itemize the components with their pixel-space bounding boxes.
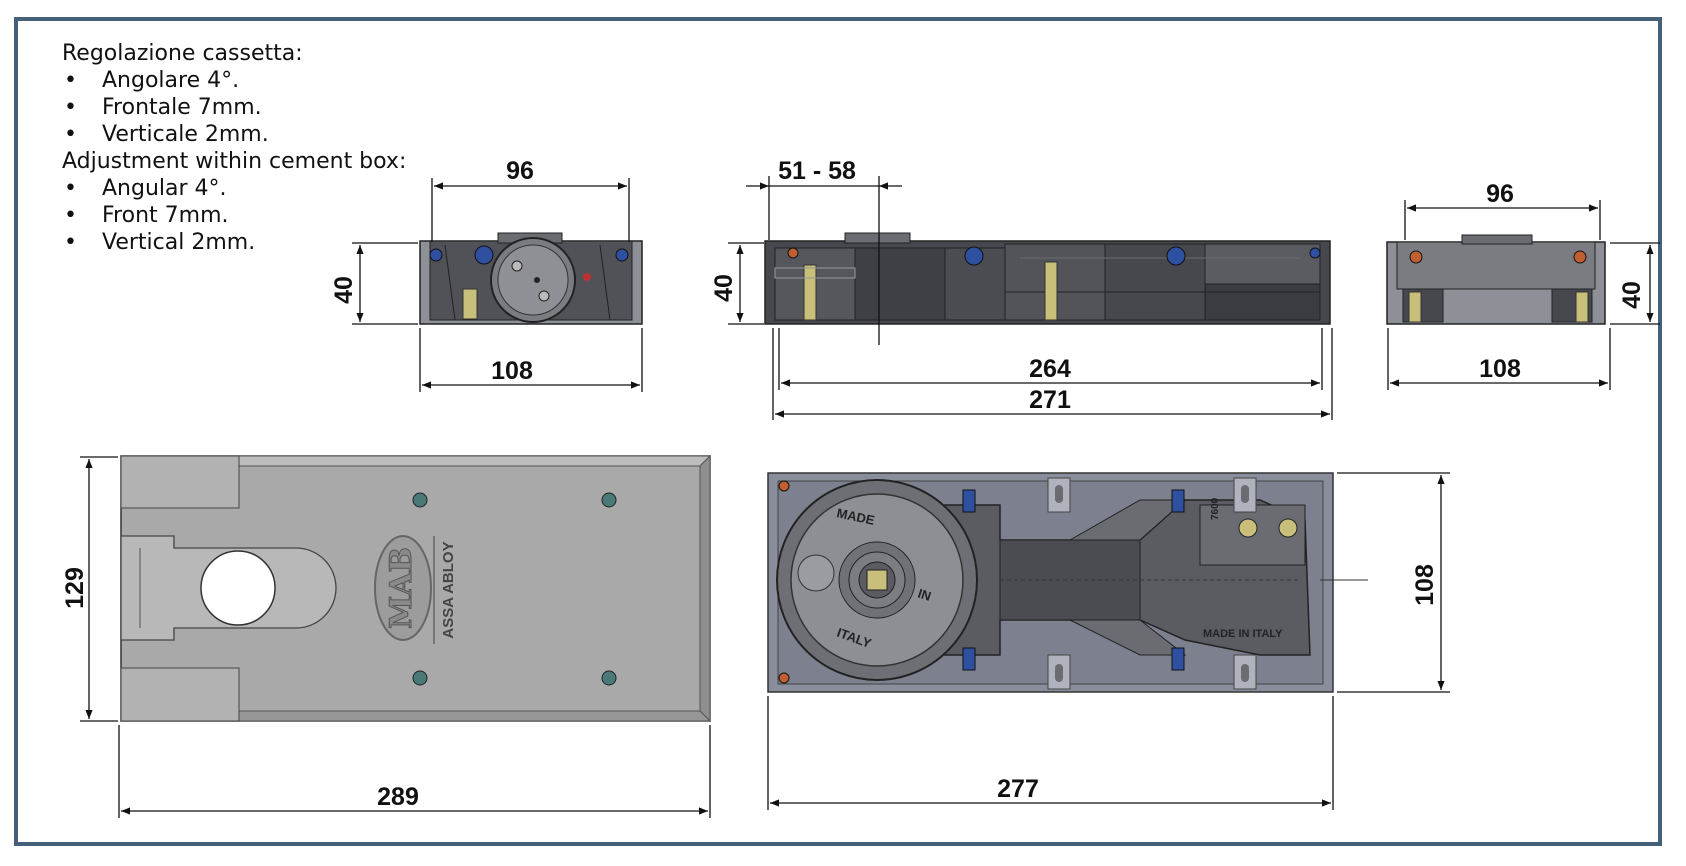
dim-side-length-inner: 264 — [1029, 355, 1071, 383]
note-item-it: Verticale 2mm. — [62, 121, 406, 148]
brand-subtitle: ASSA ABLOY — [440, 541, 457, 638]
dim-cover-height: 129 — [61, 567, 89, 609]
model-number: 7600 — [1210, 497, 1221, 520]
front-view — [419, 232, 643, 325]
note-item-it: Angolare 4°. — [62, 67, 406, 94]
dim-side-length-outer: 271 — [1029, 386, 1071, 414]
dim-rear-height: 40 — [1618, 281, 1646, 309]
note-item-it: Frontale 7mm. — [62, 94, 406, 121]
dim-top-height: 108 — [1411, 564, 1439, 606]
rear-view-dimensions — [1387, 200, 1660, 390]
dim-front-width-bottom: 108 — [491, 357, 533, 385]
brand-logo: MAB ASSA ABLOY — [374, 535, 457, 644]
dim-rear-width-top: 96 — [1486, 180, 1514, 208]
dim-side-height: 40 — [710, 274, 738, 302]
notes-heading-en: Adjustment within cement box: — [62, 149, 407, 174]
cover-plate: MAB ASSA ABLOY — [119, 454, 712, 723]
dim-front-height: 40 — [330, 276, 358, 304]
dim-cover-length: 289 — [377, 783, 419, 811]
top-view-dimensions — [767, 472, 1450, 810]
rear-view — [1386, 234, 1606, 325]
made-in-italy-label: MADE IN ITALY — [1203, 628, 1283, 640]
notes-heading-it: Regolazione cassetta: — [62, 41, 303, 66]
front-view-dimensions — [352, 178, 643, 392]
adjustment-notes: Regolazione cassetta: Angolare 4°. Front… — [62, 40, 406, 256]
side-view-dimensions — [728, 176, 1333, 420]
note-item-en: Angular 4°. — [62, 175, 406, 202]
note-item-en: Front 7mm. — [62, 202, 406, 229]
dim-top-length: 277 — [997, 775, 1039, 803]
notes-list-en: Angular 4°. Front 7mm. Vertical 2mm. — [62, 175, 406, 256]
top-view: 7600 MADE IN ITALY MADE IN ITALY — [767, 472, 1368, 693]
side-view — [764, 232, 1331, 325]
dim-side-offset: 51 - 58 — [778, 157, 856, 185]
in-label: IN — [916, 586, 933, 604]
brand-name: MAB — [384, 547, 419, 629]
notes-list-it: Angolare 4°. Frontale 7mm. Verticale 2mm… — [62, 67, 406, 148]
dim-front-width-top: 96 — [506, 157, 534, 185]
cover-plate-dimensions — [80, 456, 711, 818]
note-item-en: Vertical 2mm. — [62, 229, 406, 256]
dim-rear-width-bottom: 108 — [1479, 355, 1521, 383]
